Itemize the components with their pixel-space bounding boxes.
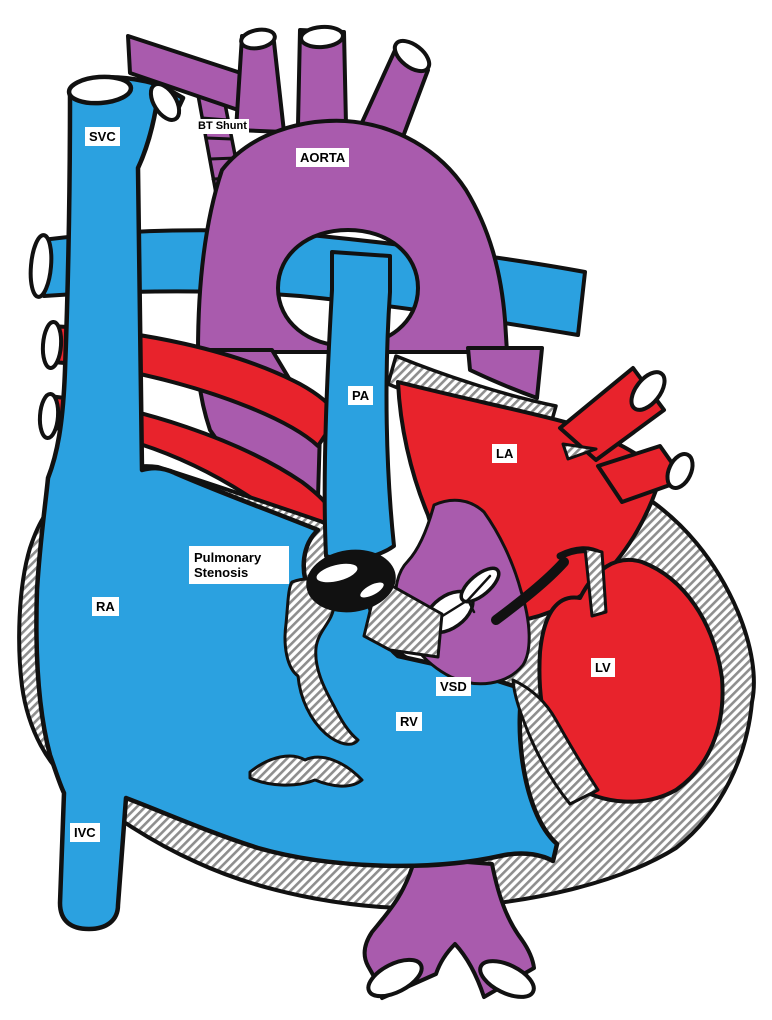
myocardium-sliver-between-veins <box>561 442 598 461</box>
upper-right-pulmonary-vein-opening <box>629 370 667 412</box>
septal-bands <box>248 546 608 806</box>
descending-aorta <box>466 346 544 400</box>
innominate-vein-opening <box>148 82 182 122</box>
label-ra: RA <box>92 597 119 616</box>
label-bt-shunt: BT Shunt <box>196 119 249 134</box>
label-la: LA <box>492 444 518 463</box>
label-pulmonary-stenosis-line1: Pulmonary <box>194 550 262 565</box>
label-pulmonary-stenosis: Pulmonary Stenosis <box>189 546 289 584</box>
moderator-band <box>248 754 364 788</box>
label-ivc: IVC <box>70 823 100 842</box>
label-aorta: AORTA <box>296 148 350 167</box>
pulmonary-stenosis-valve <box>306 549 396 613</box>
septal-hook-band <box>283 577 360 746</box>
mitral-spike-band <box>583 546 608 618</box>
abdominal-aorta-bifurcation <box>362 856 536 1000</box>
label-rv: RV <box>396 712 422 731</box>
label-lv: LV <box>591 658 615 677</box>
rv-lv-septum-band <box>511 678 600 806</box>
main-pulmonary-artery-trunk <box>322 250 396 562</box>
label-vsd: VSD <box>436 677 471 696</box>
label-svc: SVC <box>85 127 120 146</box>
right-pulmonary-artery-opening <box>28 233 54 299</box>
lower-right-pulmonary-vein-opening <box>665 452 695 490</box>
label-pulmonary-stenosis-line2: Stenosis <box>194 565 249 580</box>
label-pa: PA <box>348 386 374 405</box>
svc-ra-rv-ivc-chamber <box>34 75 560 932</box>
svc-opening <box>66 74 134 106</box>
